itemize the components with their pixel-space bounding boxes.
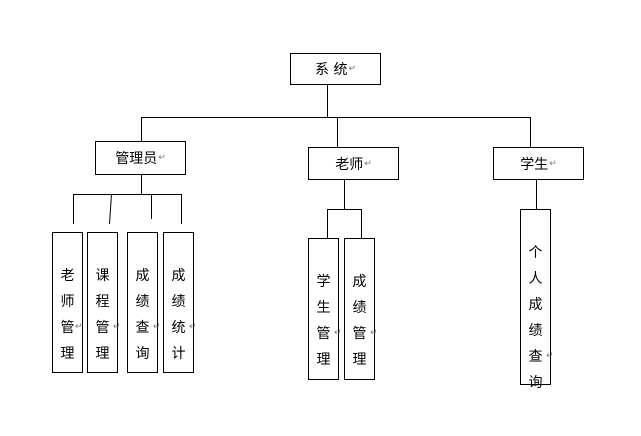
student-label: 学生: [520, 156, 549, 173]
admin-child-grade-query: 成 绩 查 询↵: [127, 232, 161, 373]
admin-child-2-stem: [109, 193, 112, 225]
paragraph-mark: ↵: [75, 322, 83, 332]
student-node: 学生↵: [493, 147, 584, 180]
admin-child-course-management: 课 程 管 理↵: [87, 232, 121, 373]
paragraph-mark: ↵: [348, 64, 356, 74]
teacher-child-student-management: 学 生 管 理↵: [308, 238, 342, 380]
admin-child-grade-statistics: 成 绩 统 计↵: [163, 232, 197, 373]
root-label: 系 统: [315, 62, 348, 78]
admin-child-teacher-management: 老 师 管 理↵: [52, 232, 83, 373]
admin-node: 管理员↵: [95, 141, 186, 175]
teacher-node: 老师↵: [308, 147, 399, 180]
paragraph-mark: ↵: [158, 153, 166, 163]
root-node: 系 统↵: [290, 53, 381, 85]
paragraph-mark: ↵: [113, 322, 121, 332]
teacher-label: 老师: [335, 156, 364, 173]
paragraph-mark: ↵: [189, 322, 197, 332]
paragraph-mark: ↵: [364, 158, 372, 169]
paragraph-mark: ↵: [370, 328, 378, 338]
paragraph-mark: ↵: [153, 322, 161, 332]
paragraph-mark: ↵: [546, 351, 554, 361]
paragraph-mark: ↵: [549, 158, 557, 169]
student-child-personal-grade-query: 个 人 成 绩 查 询↵: [520, 209, 554, 391]
admin-label: 管理员: [115, 151, 158, 167]
teacher-child-grade-management: 成 绩 管 理↵: [344, 238, 378, 380]
paragraph-mark: ↵: [334, 328, 342, 338]
